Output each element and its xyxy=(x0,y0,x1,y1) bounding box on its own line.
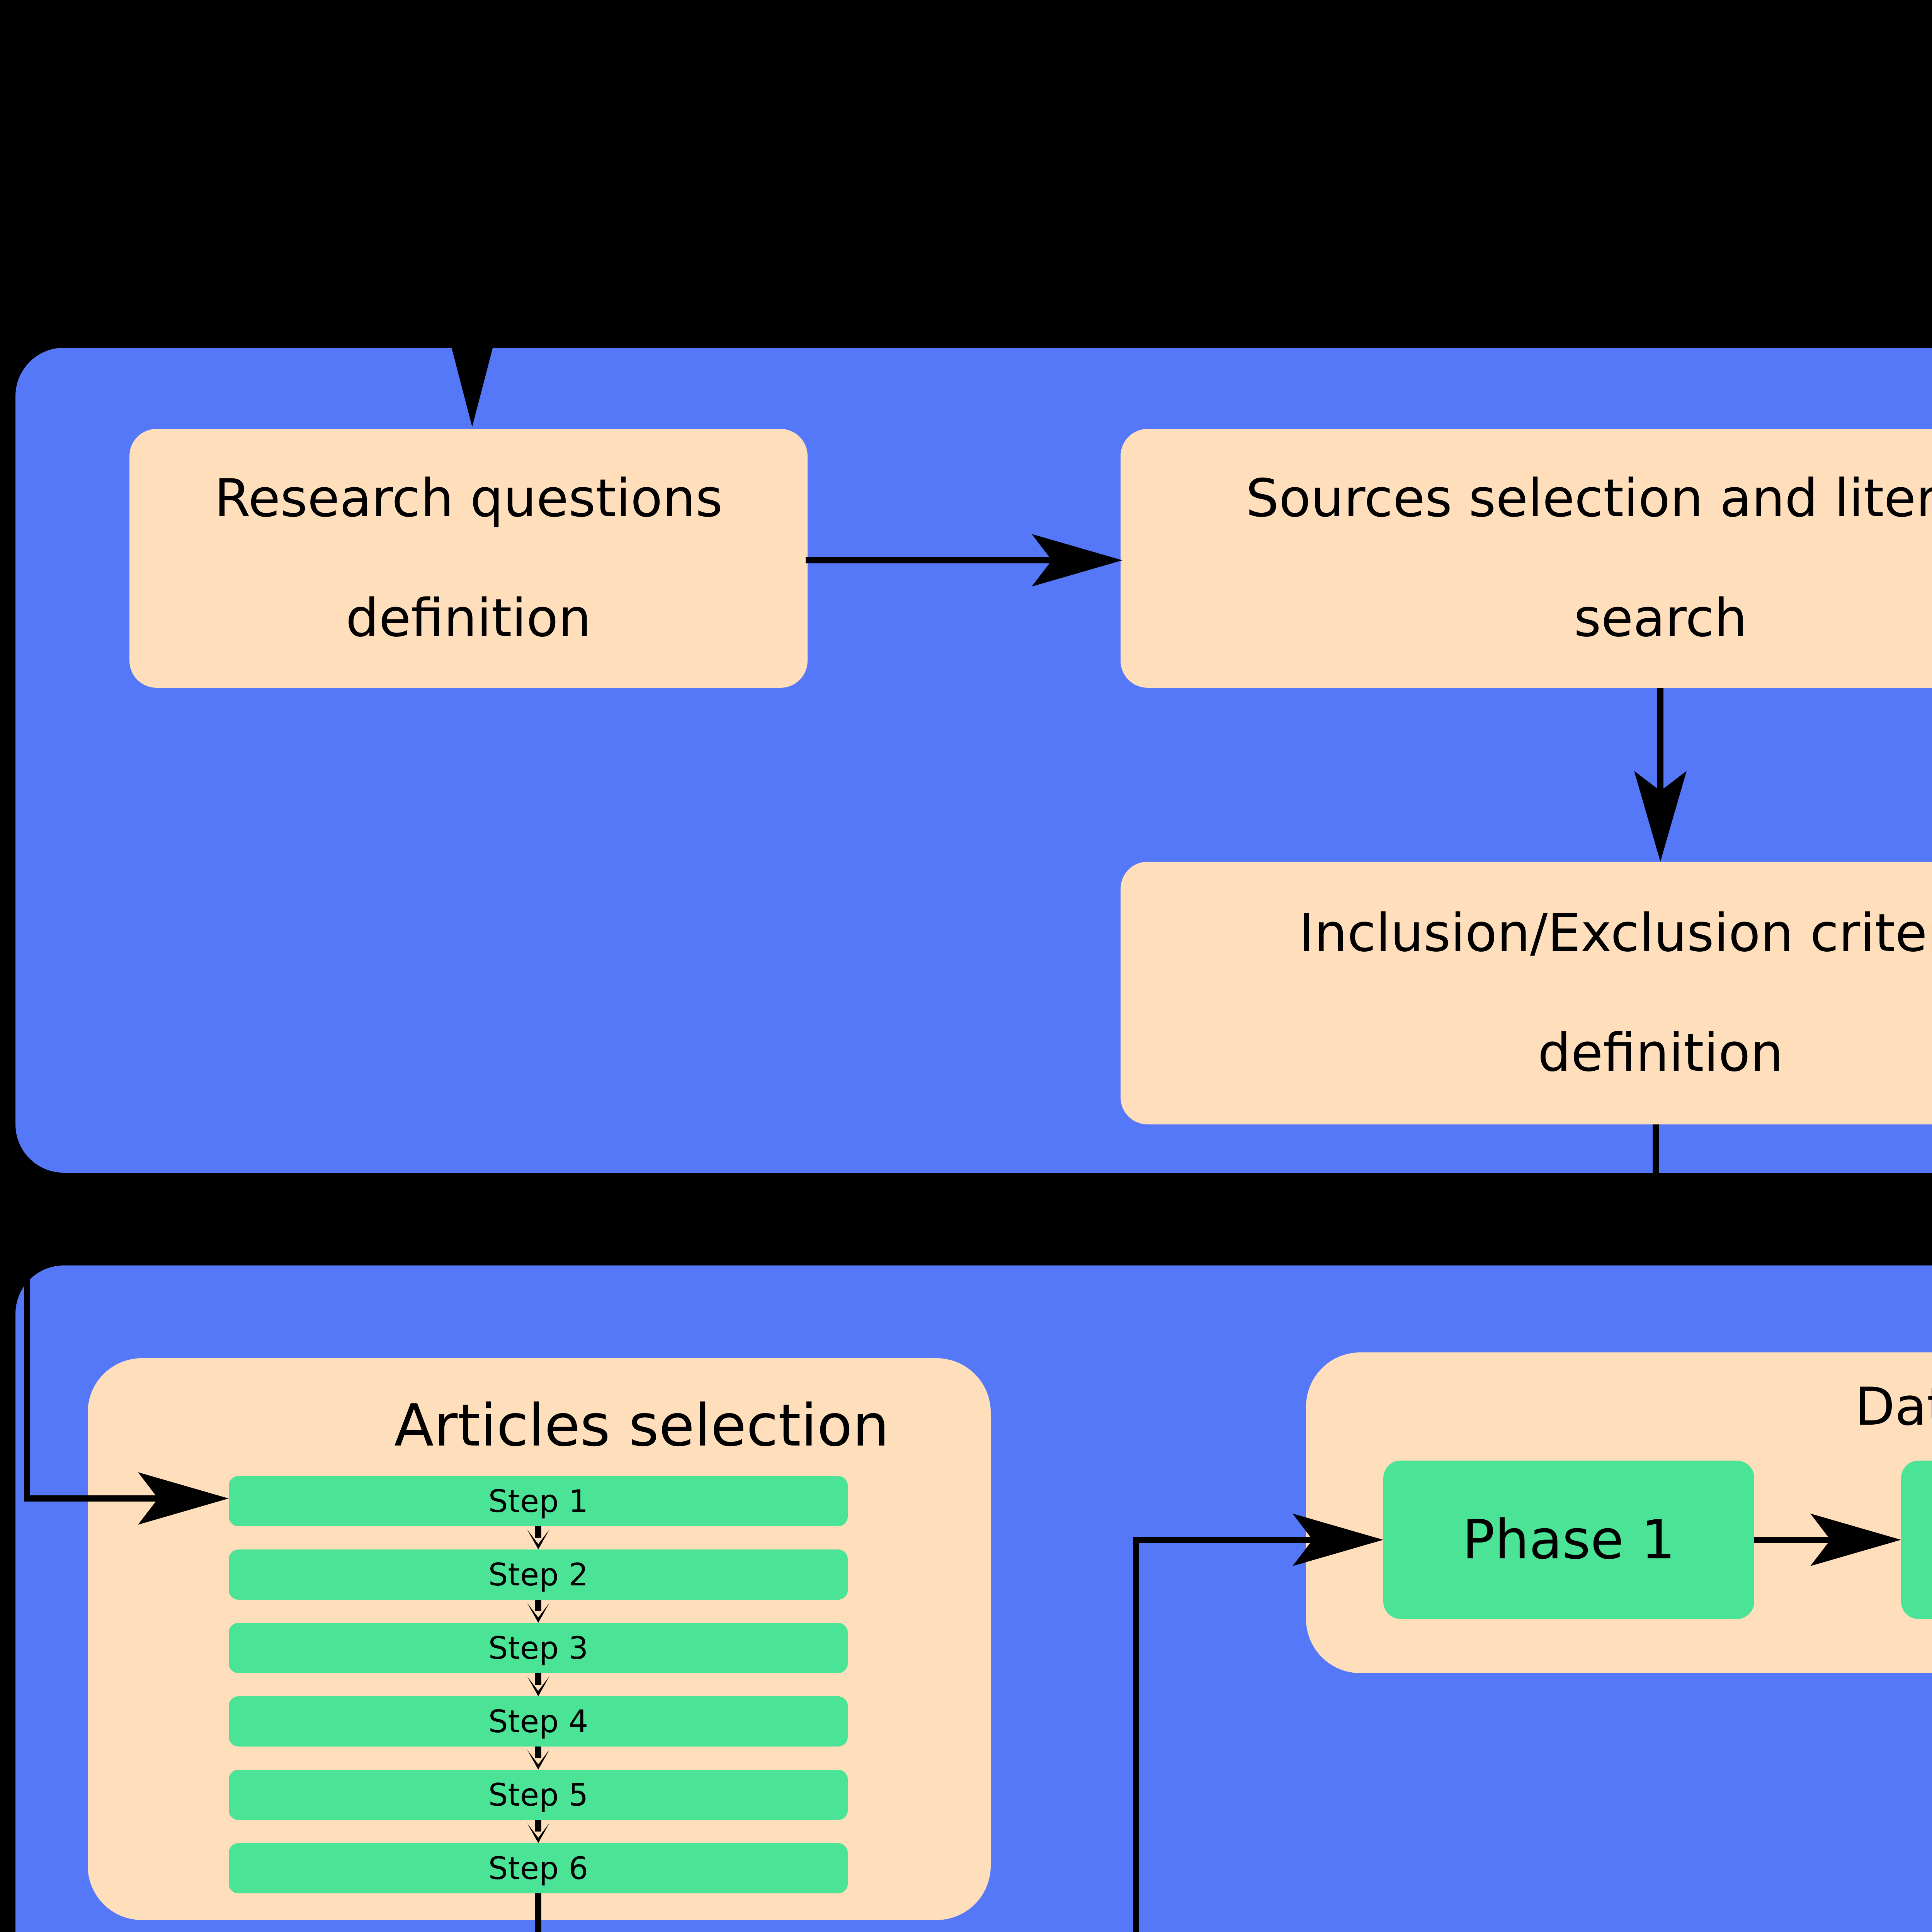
step-6-bar: Step 6 xyxy=(229,1843,848,1893)
step-5-bar: Step 5 xyxy=(229,1770,848,1820)
step-1-bar: Step 1 xyxy=(229,1476,848,1526)
step-3-bar: Step 3 xyxy=(229,1623,848,1673)
data-extraction-title: Data extraction xyxy=(1855,1376,1932,1437)
research-questions-box: Research questions definition xyxy=(129,429,808,688)
inclusion-exclusion-box: Inclusion/Exclusion criterias definition xyxy=(1121,862,1932,1124)
step-2-bar: Step 2 xyxy=(229,1549,848,1600)
step-4-bar: Step 4 xyxy=(229,1696,848,1747)
articles-selection-title: Articles selection xyxy=(394,1392,889,1459)
phase-1-box: Phase 1 xyxy=(1383,1461,1754,1619)
phase-2-box: Phase 2 xyxy=(1901,1461,1932,1619)
sources-selection-box: Sources selection and literature search xyxy=(1121,429,1932,688)
